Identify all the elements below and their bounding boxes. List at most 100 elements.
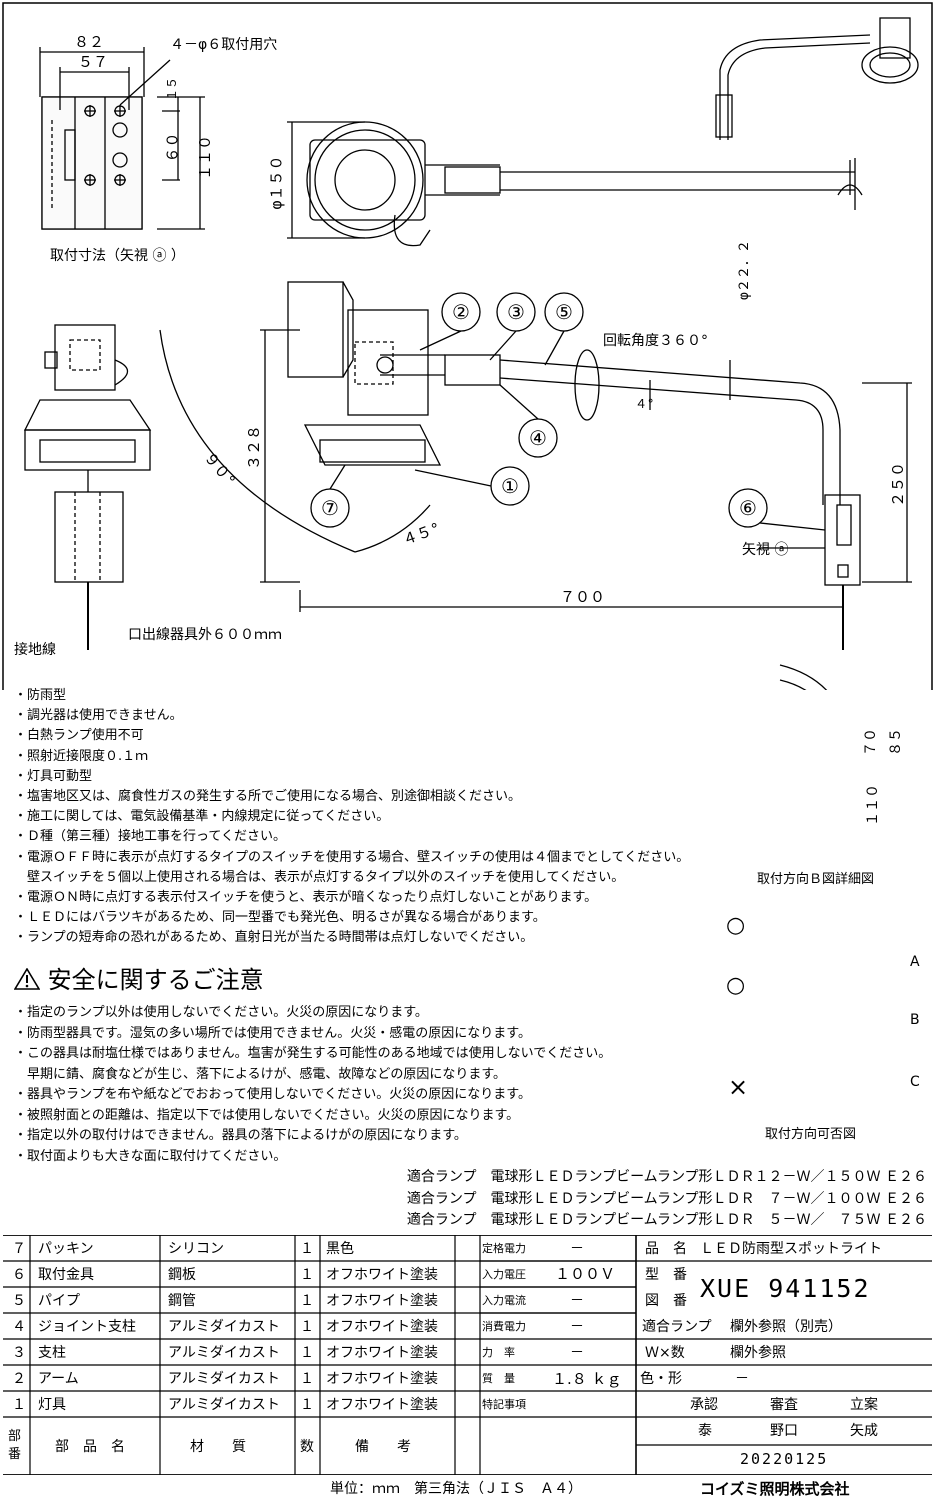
part-no: ６ [12,1267,26,1283]
color-value: － [735,1371,749,1387]
part-no: ５ [12,1293,26,1309]
dir-ng: × [728,1073,749,1101]
part-material: シリコン [168,1241,224,1257]
view-a-label: 矢視 ⓐ [742,542,789,558]
part-note: オフホワイト塗装 [326,1345,438,1361]
part-name: 灯具 [38,1397,66,1413]
direction-label: 取付方向可否図 [765,1127,857,1142]
notes-list: ・防雨型 ・調光器は使用できません。 ・白熱ランプ使用不可 ・照射近接限度０.１… [14,686,714,949]
callout-4: ④ [529,426,547,450]
safety-item: ・被照射面との距離は、指定以下では使用しないでください。火災の原因になります。 [14,1107,520,1123]
part-no: １ [12,1397,26,1413]
safety-item: ・指定以外の取付けはできません。器具の落下によるけがの原因になります。 [14,1128,467,1143]
part-material: アルミダイカスト [168,1371,280,1387]
approver-name: 泰 [698,1423,712,1439]
holes-label: ４－φ６取付用穴 [170,37,278,53]
dim-328: ３２８ [245,424,264,471]
dir-b: B [910,1012,920,1028]
spec-label: 入力電圧 [482,1268,526,1281]
lamp-item: 適合ランプ 電球形ＬＥＤランプビームランプ形ＬＤＲ１２－Ｗ／１５０Ｗ Ｅ２６ [406,1169,927,1185]
callout-1: ① [501,474,519,498]
dim-57: ５７ [78,53,109,71]
spec-label: 定格電力 [482,1242,526,1255]
mount-label: 取付寸法（矢視 ⓐ ） [50,248,185,264]
part-material: アルミダイカスト [168,1319,280,1335]
dim-110: １１０ [196,134,215,181]
safety-item: ・取付面よりも大きな面に取付けてください。 [14,1148,287,1164]
callout-6: ⑥ [739,496,757,520]
watt-label: Ｗ×数 [645,1345,685,1361]
safety-list: ・指定のランプ以外は使用しないでください。火災の原因になります。 ・防雨型器具で… [14,1003,611,1167]
drafter-name: 矢成 [850,1423,878,1439]
note-item: ・防雨型 [14,688,67,703]
note-item: ・ＬＥＤにはバラツキがあるため、同一型番でも発光色、明るさが異なる場合があります… [14,910,546,926]
part-material: 鋼板 [168,1267,196,1283]
review-header: 審査 [770,1397,798,1413]
part-material: アルミダイカスト [168,1345,280,1361]
callout-7: ⑦ [321,496,339,520]
safety-item: 早期に錆、腐食などが生じ、落下によるけが、感電、故障などの原因になります。 [14,1066,507,1082]
part-name: アーム [38,1371,79,1387]
perspective-sketch [715,17,919,140]
part-qty: １ [300,1345,314,1361]
safety-title: 安全に関するご注意 [13,966,264,994]
rotation-label: 回転角度３６０° [603,333,708,349]
note-item: ・Ｄ種（第三種）接地工事を行ってください。 [14,829,286,845]
note-item: ・調光器は使用できません。 [14,708,183,724]
product-name-label: 品 名 [645,1241,687,1257]
lamp-item: 適合ランプ 電球形ＬＥＤランプビームランプ形ＬＤＲ ５－Ｗ／ ７５Ｗ Ｅ２６ [406,1212,927,1228]
ground-label: 接地線 [14,642,56,658]
spec-label: 質 量 [482,1372,515,1385]
header-qty: 数 [300,1439,314,1455]
note-item: ・施工に関しては、電気設備基準・内線規定に従ってください。 [14,809,390,825]
dir-c: C [910,1074,920,1090]
part-qty: １ [300,1319,314,1335]
part-no: ４ [12,1319,26,1335]
part-name: パッキン [38,1241,94,1257]
part-note: オフホワイト塗装 [326,1319,438,1335]
approve-header: 承認 [690,1397,718,1413]
front-view [23,324,152,650]
spec-label: 力 率 [482,1346,515,1359]
approval-date: 20220125 [740,1450,829,1468]
mounting-plate-view [39,47,205,230]
spec-value: １００Ｖ [555,1265,616,1283]
callout-3: ③ [507,300,525,324]
spec-label: 入力電流 [482,1294,526,1307]
part-qty: １ [300,1241,314,1257]
part-note: オフホワイト塗装 [326,1293,438,1309]
spec-value: １.８ ｋｇ [552,1370,622,1388]
part-no: ７ [12,1241,26,1257]
dim-phi150: φ１５０ [267,155,286,210]
part-qty: １ [300,1293,314,1309]
part-note: オフホワイト塗装 [326,1371,438,1387]
lamp-value: 欄外参照（別売） [730,1319,842,1335]
dim-15: １５ [165,76,180,102]
dim-700: ７００ [560,588,606,606]
safety-title-text: 安全に関するご注意 [47,966,264,994]
detail-b [774,664,910,869]
callout-2: ② [452,300,470,324]
watt-value: 欄外参照 [730,1345,786,1361]
part-no: ３ [12,1345,26,1361]
parts-table-grid [3,1235,932,1475]
note-item: ・白熱ランプ使用不可 [14,728,144,744]
spec-value: － [570,1319,584,1335]
header-name: 部 品 名 [55,1439,125,1455]
top-view [287,121,863,247]
part-note: オフホワイト塗装 [326,1267,438,1283]
dim-4deg: ４° [635,397,655,411]
safety-item: ・防雨型器具です。湿気の多い場所では使用できません。火災・感電の原因になります。 [14,1025,532,1041]
model-number: XUE 941152 [700,1274,871,1303]
warning-icon [13,967,41,990]
part-note: オフホワイト塗装 [326,1397,438,1413]
part-material: 鋼管 [168,1293,196,1309]
note-item: 壁スイッチを５個以上使用される場合は、表示が点灯するタイプ以外のスイッチを使用し… [14,869,625,885]
note-item: ・灯具可動型 [14,768,93,784]
spec-value: － [570,1293,584,1309]
dim-82: ８２ [74,33,105,51]
note-item: ・電源ＯＦＦ時に表示が点灯するタイプのスイッチを使用する場合、壁スイッチの使用は… [14,849,690,865]
part-name: 取付金具 [38,1267,94,1283]
part-qty: １ [300,1267,314,1283]
